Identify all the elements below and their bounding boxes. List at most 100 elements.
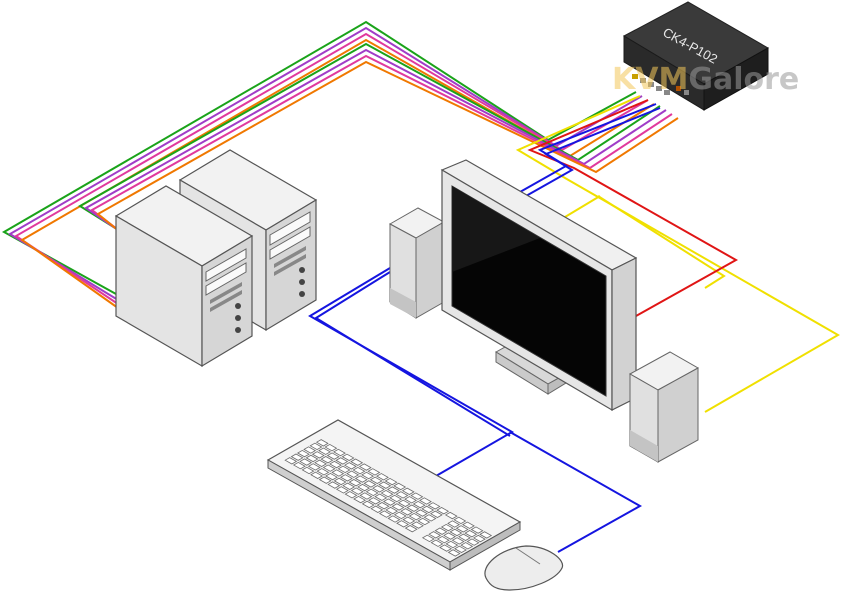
keyboard-key (311, 451, 325, 459)
keyboard-key (352, 466, 366, 475)
keyboard-icon (266, 419, 522, 571)
keyboard-key (370, 505, 384, 513)
keyboard-keys (284, 439, 493, 557)
keyboard-key (320, 456, 334, 464)
keyboard-key (439, 544, 453, 552)
keyboard-key (410, 492, 424, 500)
keyboard-key (453, 516, 467, 525)
keyboard-key (479, 531, 493, 539)
keyboard-key (378, 510, 392, 518)
keyboard-key (350, 458, 364, 466)
keyboard-key (449, 528, 463, 537)
keyboard-key (361, 471, 375, 480)
keyboard-key (363, 480, 377, 488)
keyboard-key (372, 485, 385, 493)
keyboard-key (353, 495, 367, 504)
keyboard-key (451, 537, 465, 545)
keyboard-key (343, 462, 357, 470)
keyboard-key (361, 500, 375, 509)
keyboard-key (376, 502, 390, 510)
keyboard-key (337, 465, 351, 474)
keyboard-key (423, 514, 437, 522)
keyboard-key (315, 439, 329, 447)
keyboard-key (318, 447, 332, 455)
keyboard-key (444, 511, 458, 520)
keyboard-key (310, 471, 324, 479)
keyboard-key (389, 494, 403, 503)
keyboard-key (359, 492, 373, 500)
computer-tower-icon-front (114, 185, 254, 368)
keyboard-key (396, 520, 410, 528)
keyboard-key (342, 482, 356, 490)
keyboard-key (348, 479, 362, 487)
keyboard-key (378, 481, 392, 489)
keyboard-key (401, 487, 415, 495)
keyboard-key (322, 464, 336, 472)
keyboard-key (434, 527, 448, 535)
keyboard-key (301, 466, 315, 475)
keyboard-key (386, 486, 400, 494)
keyboard-key (316, 468, 330, 476)
cable-red-video (527, 99, 739, 317)
keyboard-key (335, 486, 349, 494)
keyboard-key (443, 532, 457, 540)
keyboard-key (339, 474, 353, 482)
keyboard-key (365, 488, 379, 497)
keyboard-key (464, 530, 478, 538)
keyboard-key (430, 539, 444, 547)
keyboard-key (393, 482, 407, 491)
keyboard-key (292, 461, 306, 470)
cable-yellow-main (515, 95, 841, 413)
keyboard-key (382, 498, 396, 506)
keyboard-key (460, 542, 474, 550)
keyboard-key (447, 549, 461, 557)
mouse-icon (484, 545, 564, 591)
keyboard-key (397, 499, 411, 507)
keyboard-key (307, 463, 321, 471)
keyboard-key (314, 459, 328, 467)
keyboard-key (324, 443, 338, 452)
keyboard-key (387, 515, 401, 523)
keyboard-key (462, 521, 475, 529)
keyboard-key (436, 535, 450, 544)
keyboard-key (417, 517, 431, 526)
pc-cables (1, 20, 679, 309)
keyboard-key (404, 496, 418, 504)
keyboard-key (411, 521, 424, 529)
cable-orange (20, 38, 655, 309)
cable-blue-mouse (509, 431, 643, 553)
keyboard-key (415, 509, 428, 517)
keyboard-key (290, 453, 304, 461)
speaker-icon-left (388, 207, 446, 319)
keyboard-key (419, 497, 432, 505)
keyboard-key (350, 487, 364, 495)
keyboard-key (404, 525, 418, 533)
keyboard-key (368, 497, 381, 505)
keyboard-key (333, 448, 346, 457)
keyboard-key (380, 489, 394, 498)
keyboard-key (454, 545, 467, 553)
keyboard-key (369, 476, 383, 484)
keyboard-key (299, 458, 313, 466)
keyboard-key (412, 500, 426, 509)
keyboard-key (318, 476, 332, 484)
keyboard-key (472, 534, 486, 543)
speaker-icon-right (628, 351, 700, 463)
keyboard-key (440, 523, 454, 532)
usb-cables (308, 103, 661, 553)
keyboard-key (436, 507, 450, 515)
keyboard-key (395, 491, 409, 499)
keyboard-key (325, 472, 338, 481)
kvm-switch-icon: CK4-P102 (622, 1, 770, 111)
keyboard-key (305, 454, 319, 463)
keyboard-key (408, 512, 422, 521)
keyboard-key (421, 534, 435, 543)
keyboard-key (284, 457, 298, 465)
keyboard-key (406, 504, 420, 512)
keyboard-key (455, 525, 469, 533)
keyboard-key (303, 446, 317, 454)
keyboard-key (376, 473, 389, 481)
keyboard-key (346, 470, 360, 478)
keyboard-key (402, 516, 416, 524)
